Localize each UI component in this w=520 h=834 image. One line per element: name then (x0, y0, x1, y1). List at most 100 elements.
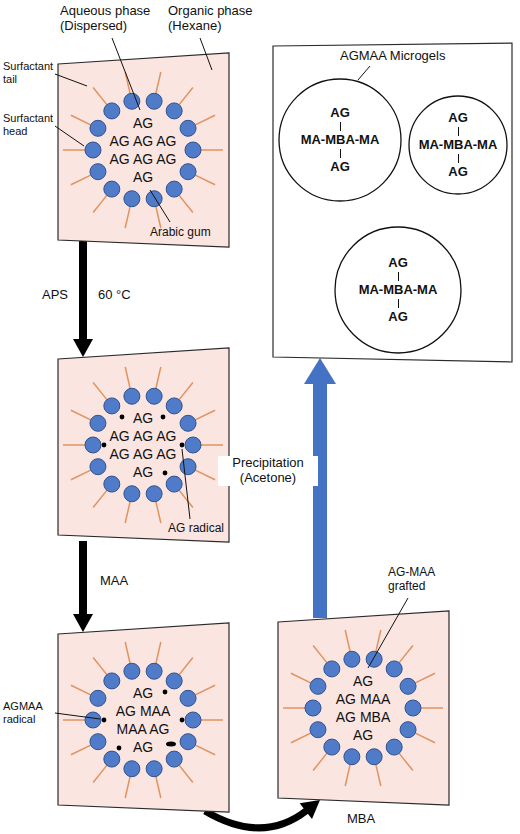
structure-label: MA-MBA-MA (419, 137, 498, 153)
surfactant-tail (93, 195, 107, 212)
leader-line (358, 66, 370, 80)
emulsion-panel: AGAG AG AGAG AG AGAG (55, 50, 232, 250)
surfactant-tail (195, 410, 215, 420)
surfactant-tail (71, 685, 91, 695)
surfactant-head (146, 663, 162, 679)
gum-label: AG (133, 463, 153, 481)
gum-label: AG (133, 684, 153, 702)
surfactant-head (146, 486, 162, 502)
gum-label: AG MAA (336, 690, 390, 708)
structure-label: MA-MBA-MA (359, 282, 438, 298)
surfactant-tail (156, 72, 161, 93)
panel-outline (58, 623, 229, 812)
surfactant-tail (93, 657, 107, 674)
leader-line (182, 449, 190, 519)
structure-label: MA-MBA-MA (301, 132, 380, 148)
surfactant-head (366, 749, 382, 765)
microgel-circle: AGMA-MBA-MAAG (334, 226, 462, 354)
surfactant-head (104, 103, 120, 119)
surfactant-tail (195, 745, 215, 755)
callout-label: AG radical (168, 522, 228, 536)
surfactant-tail (291, 673, 311, 683)
microgel-circle: AGMA-MBA-MAAG (278, 78, 402, 202)
radical-dot (180, 443, 185, 448)
arrow-head (304, 358, 336, 384)
surfactant-head (185, 142, 201, 158)
surfactant-head (324, 739, 340, 755)
surfactant-head (146, 388, 162, 404)
radical-dot (163, 471, 168, 476)
surfactant-tail (156, 207, 161, 228)
surfactant-head (90, 459, 106, 475)
surfactant-head (405, 700, 421, 716)
surfactant-head (104, 181, 120, 197)
surfactant-tail (71, 175, 91, 185)
surfactant-tail (125, 367, 130, 388)
microgel-outline (279, 79, 401, 201)
surfactant-tail (201, 719, 223, 721)
shape-outline (55, 50, 232, 250)
bond-line (458, 127, 459, 136)
gum-label: AG AG AG (110, 150, 177, 168)
gum-text-column: AGAG AG AGAG AG AGAG (83, 409, 203, 481)
surfactant-tail (156, 642, 161, 663)
surfactant-head (166, 103, 182, 119)
surfactant-tail (201, 444, 223, 446)
surfactant-tail (415, 733, 435, 743)
surfactant-head (90, 734, 106, 750)
surfactant-head (386, 661, 402, 677)
callout-label: Aqueous phase (Dispersed) (60, 4, 160, 34)
surfactant-tail (156, 367, 161, 388)
surfactant-head (124, 663, 140, 679)
radical-dot (163, 690, 168, 695)
arrow-shaft (79, 241, 87, 340)
surfactant-tail (195, 470, 215, 480)
callout-label: 60 °C (98, 288, 158, 303)
surfactant-tail (399, 753, 413, 770)
radical-dot (120, 415, 125, 420)
surfactant-tail (195, 685, 215, 695)
surfactant-tail (125, 642, 130, 663)
gum-label: AG (353, 726, 373, 744)
microgel-outline (409, 96, 507, 194)
surfactant-tail (179, 87, 193, 104)
callout-label: Organic phase (Hexane) (168, 4, 260, 34)
surfactant-tail (179, 195, 193, 212)
surfactant-head (85, 437, 101, 453)
arrow-label: MAA (98, 574, 130, 589)
surfactant-head (386, 739, 402, 755)
leader-line (55, 126, 84, 146)
surfactant-head (180, 164, 196, 180)
emulsion-panel: AGAG MAAAG MBAAG (275, 608, 452, 808)
surfactant-head (124, 761, 140, 777)
arrow-label: Precipitation (Acetone) (218, 456, 318, 486)
surfactant-head (166, 751, 182, 767)
surfactant-tail (93, 765, 107, 782)
callout-label: Arabic gum (150, 226, 216, 240)
surfactant-head (180, 734, 196, 750)
arrow-label: MBA (345, 812, 377, 827)
leader-line (55, 74, 87, 86)
panel-heading: AGMAA Microgels (340, 48, 445, 63)
emulsion-panel: AGAG MAAMAA AGAG (55, 620, 232, 815)
callout-label: Surfactant head (3, 112, 55, 137)
surfactant-tail (195, 175, 215, 185)
gum-label: MAA AG (117, 720, 170, 738)
callout-label: AGMAA radical (3, 700, 53, 725)
surfactant-tail (376, 765, 381, 786)
surfactant-head (90, 415, 106, 431)
surfactant-tail (63, 444, 85, 446)
surfactant-tail (195, 115, 215, 125)
process-arrow (304, 358, 336, 618)
structure-label: AG (330, 105, 350, 121)
surfactant-head (185, 437, 201, 453)
bond-line (340, 149, 341, 158)
surfactant-tail (421, 707, 443, 709)
callout-label: AG-MAA grafted (388, 566, 464, 594)
surfactant-tail (71, 115, 91, 125)
surfactant-head (124, 93, 140, 109)
surfactant-tail (291, 733, 311, 743)
surfactant-head (344, 749, 360, 765)
surfactant-head (310, 722, 326, 738)
surfactant-tail (156, 502, 161, 523)
